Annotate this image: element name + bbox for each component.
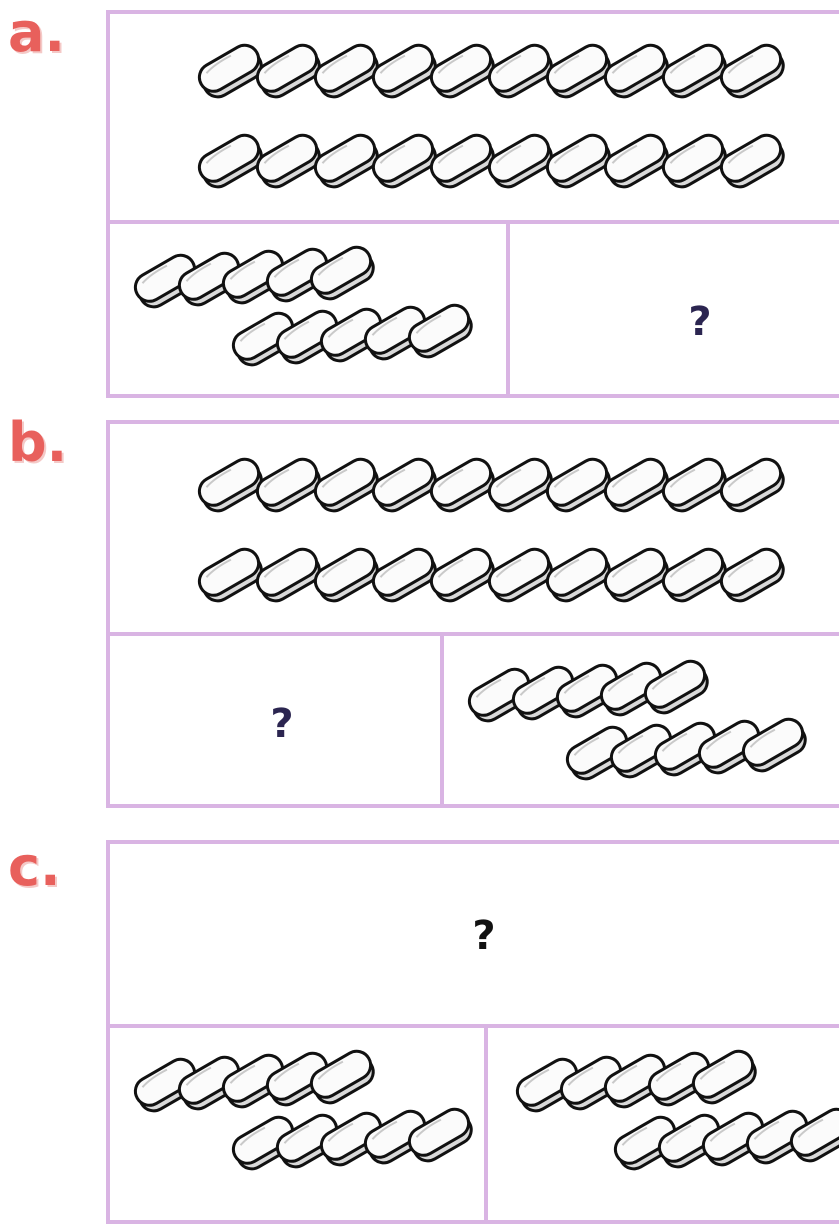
problem-b-label: b.	[8, 411, 68, 474]
problem-c-part-right-box	[484, 1024, 839, 1224]
problem-c-whole-box	[106, 840, 839, 1028]
problem-b-part-left-box	[106, 632, 444, 808]
problem-a-part-right-box	[506, 220, 839, 398]
problem-b-whole-box	[106, 420, 839, 636]
problem-b-part-right-box	[440, 632, 839, 808]
problem-a-label: a.	[8, 1, 65, 64]
problem-a-whole-box	[106, 10, 839, 224]
problem-c-unknown-whole: ?	[472, 913, 496, 959]
problem-a-unknown-part: ?	[688, 299, 712, 345]
problem-c-label: c.	[8, 835, 61, 898]
problem-c-part-left-box	[106, 1024, 488, 1224]
problem-b-unknown-part: ?	[270, 701, 294, 747]
problem-a-part-left-box	[106, 220, 510, 398]
